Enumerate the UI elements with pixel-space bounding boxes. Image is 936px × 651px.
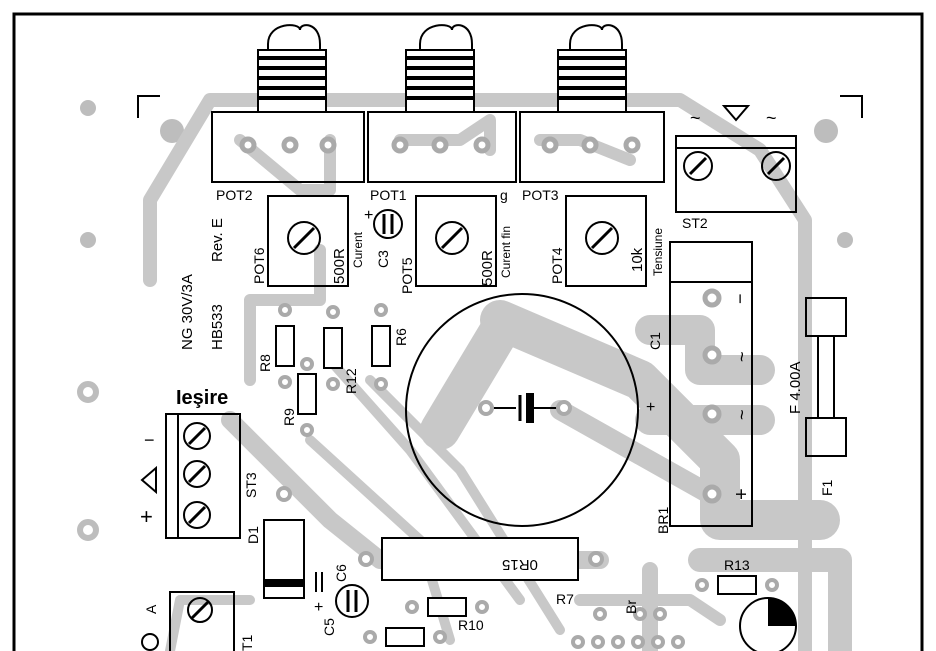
board-outline xyxy=(12,12,924,651)
label-a-mark: A xyxy=(143,604,159,614)
label-pot4: POT4 xyxy=(549,247,565,284)
label-pot5-value: 500R xyxy=(479,250,496,286)
c3-capacitor xyxy=(373,209,403,239)
trimmers xyxy=(267,195,647,287)
label-r6: R6 xyxy=(393,328,409,346)
f1-fuse xyxy=(805,297,847,457)
trimmer-knob-icon xyxy=(287,221,619,255)
label-ac-br1-1: ~ xyxy=(732,351,752,362)
resistor-pads xyxy=(278,303,779,644)
pot-pads xyxy=(239,136,641,154)
label-curent-fin: Curent fin xyxy=(499,226,513,278)
label-iesire: Ieşire xyxy=(176,387,228,409)
corner-marks xyxy=(137,95,863,118)
transistor-round xyxy=(739,597,797,651)
label-c3: C3 xyxy=(375,250,391,268)
label-st2: ST2 xyxy=(682,215,708,231)
label-minus-br1: − xyxy=(730,293,750,304)
label-plus-c3: + xyxy=(364,207,373,224)
label-pot6-value: 500R xyxy=(331,248,348,284)
label-model: NG 30V/3A xyxy=(179,274,196,350)
label-revision: Rev. E xyxy=(209,218,226,262)
pot-bodies xyxy=(211,111,665,183)
label-r12: R12 xyxy=(343,368,359,394)
label-plus-br1: + xyxy=(731,488,753,500)
pot3-shaft xyxy=(557,24,627,113)
br1-bridge xyxy=(669,241,753,527)
label-r13: R13 xyxy=(724,557,750,573)
label-plus-st3: + xyxy=(140,504,153,529)
label-plus-c5: + xyxy=(314,599,323,616)
label-r9: R9 xyxy=(281,408,297,426)
label-g-mark: g xyxy=(500,187,508,203)
label-ac-st2-left: ~ xyxy=(690,108,701,128)
st2-terminal xyxy=(675,105,797,213)
label-pot2: POT2 xyxy=(216,187,253,203)
label-tensiune: Tensiune xyxy=(651,228,665,276)
label-c1: C1 xyxy=(647,332,663,350)
label-minus-st3: − xyxy=(144,430,155,450)
label-pot1: POT1 xyxy=(370,187,407,203)
label-c5: C5 xyxy=(321,618,337,636)
label-ac-br1-2: ~ xyxy=(732,409,752,420)
label-st3: ST3 xyxy=(243,472,259,498)
label-d1: D1 xyxy=(245,526,261,544)
label-c6: C6 xyxy=(333,564,349,582)
st3-terminal xyxy=(140,413,241,539)
pot1-shaft xyxy=(405,24,475,113)
label-pot5: POT5 xyxy=(399,257,415,294)
label-curent: Curent xyxy=(351,231,365,268)
label-r8: R8 xyxy=(257,354,273,372)
label-f1: F1 xyxy=(819,479,835,496)
label-r15-value: 0R15 xyxy=(502,556,538,573)
label-t1: T1 xyxy=(239,634,255,651)
d1-diode xyxy=(263,486,305,599)
c5-c6-capacitors xyxy=(315,572,369,618)
pot2-shaft xyxy=(257,24,327,113)
label-br: Br xyxy=(623,600,639,614)
label-pot4-value: 10k xyxy=(629,247,646,272)
label-pot6: POT6 xyxy=(251,247,267,284)
label-ac-st2-right: ~ xyxy=(766,108,777,128)
label-pot3: POT3 xyxy=(522,187,559,203)
label-r10: R10 xyxy=(458,617,484,633)
label-fuse-value: F 4.00A xyxy=(787,361,804,414)
mounting-holes xyxy=(77,100,853,541)
c1-capacitor xyxy=(405,293,639,527)
ic-pads xyxy=(571,607,685,649)
label-br1: BR1 xyxy=(655,507,671,534)
resistors xyxy=(275,325,757,647)
label-r7: R7 xyxy=(556,591,574,607)
t1-transistor xyxy=(141,591,235,651)
pot-shafts xyxy=(257,24,627,113)
label-code: HB533 xyxy=(209,304,226,350)
label-plus-c1: + xyxy=(646,399,655,416)
